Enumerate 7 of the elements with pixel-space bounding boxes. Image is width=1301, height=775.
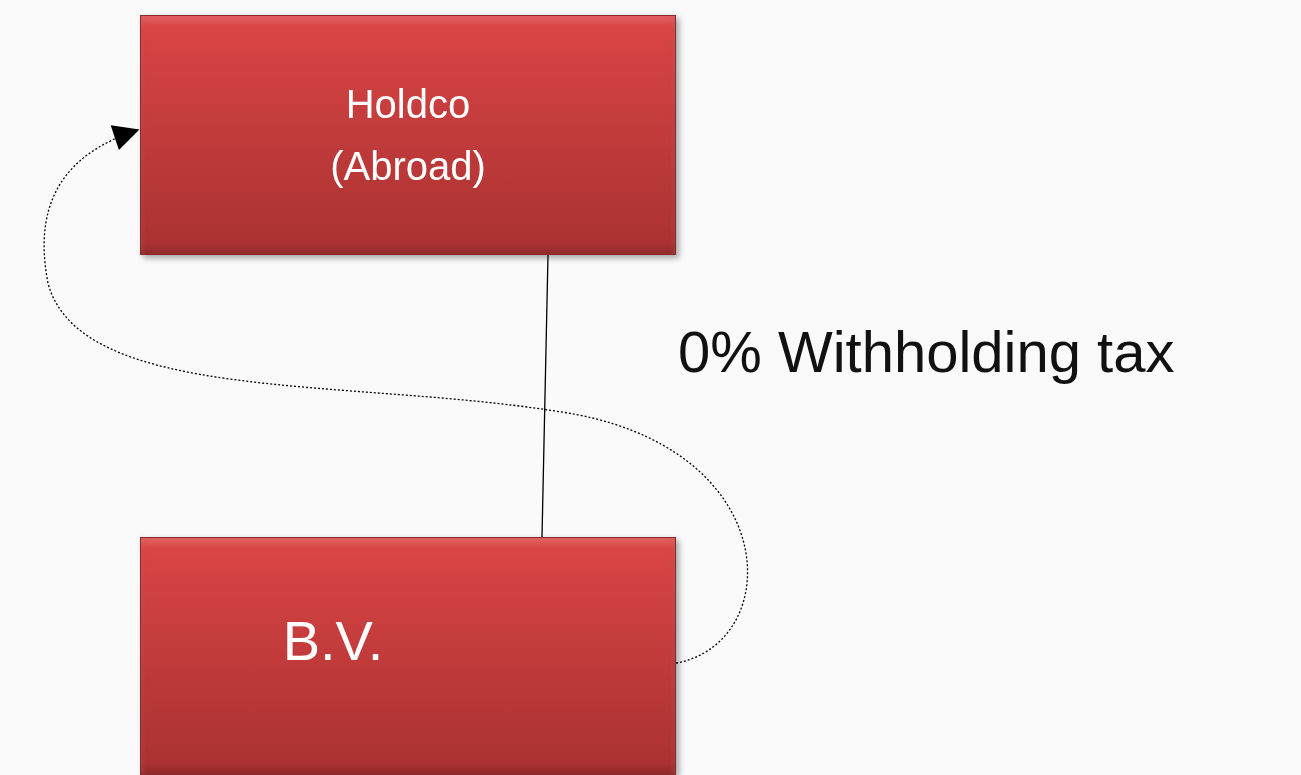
- entity-name: Holdco (Abroad): [329, 81, 487, 190]
- dotted-arrow: [43, 126, 749, 664]
- entity-name: B.V.: [281, 609, 385, 674]
- entity-box: [140, 537, 676, 775]
- entity-box: [140, 15, 676, 255]
- connector-line: [541, 254, 549, 538]
- tax-note: 0% Withholding tax: [678, 318, 1175, 386]
